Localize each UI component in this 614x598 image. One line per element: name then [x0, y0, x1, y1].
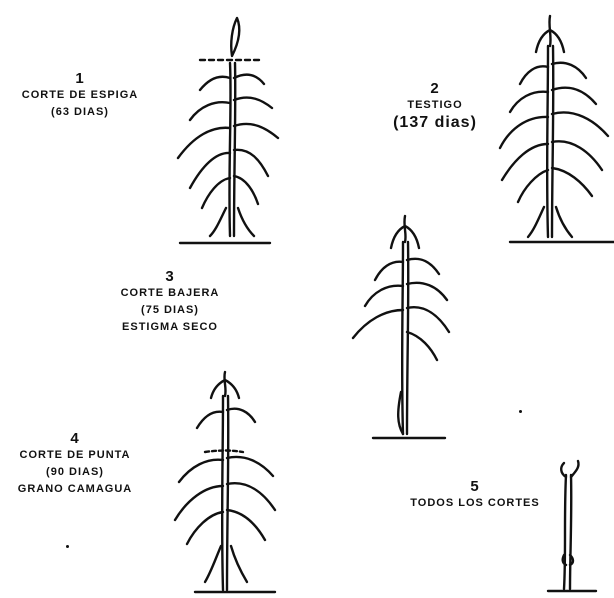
- treatment-3-number: 3: [100, 268, 240, 285]
- treatment-2-name: TESTIGO: [380, 97, 490, 114]
- treatment-4-days: (90 DIAS): [10, 464, 140, 481]
- treatment-4-number: 4: [10, 430, 140, 447]
- plant-3-lower-leaves-cut: [345, 212, 455, 442]
- treatment-5-label: 5 TODOS LOS CORTES: [400, 478, 550, 512]
- treatment-2-label: 2 TESTIGO (137 dias): [380, 80, 490, 131]
- plant-4-top-cut: [165, 368, 285, 598]
- scan-dot: [519, 410, 522, 413]
- treatment-1-name: CORTE DE ESPIGA: [10, 87, 150, 104]
- treatment-4-note: GRANO CAMAGUA: [10, 481, 140, 498]
- plant-1-tassel-cut: [160, 8, 280, 248]
- treatment-3-days: (75 DIAS): [100, 302, 240, 319]
- scan-dot: [66, 545, 69, 548]
- plant-2-control: [490, 12, 614, 252]
- treatment-2-number: 2: [380, 80, 490, 97]
- treatment-3-label: 3 CORTE BAJERA (75 DIAS) ESTIGMA SECO: [100, 268, 240, 336]
- treatment-3-name: CORTE BAJERA: [100, 285, 240, 302]
- treatment-3-note: ESTIGMA SECO: [100, 319, 240, 336]
- plant-5-all-cuts: [540, 455, 600, 595]
- treatment-5-name: TODOS LOS CORTES: [400, 495, 550, 512]
- treatment-1-days: (63 DIAS): [10, 104, 150, 121]
- treatment-4-name: CORTE DE PUNTA: [10, 447, 140, 464]
- treatment-1-number: 1: [10, 70, 150, 87]
- treatment-2-days: (137 dias): [380, 114, 490, 131]
- treatment-5-number: 5: [400, 478, 550, 495]
- treatment-1-label: 1 CORTE DE ESPIGA (63 DIAS): [10, 70, 150, 121]
- treatment-4-label: 4 CORTE DE PUNTA (90 DIAS) GRANO CAMAGUA: [10, 430, 140, 498]
